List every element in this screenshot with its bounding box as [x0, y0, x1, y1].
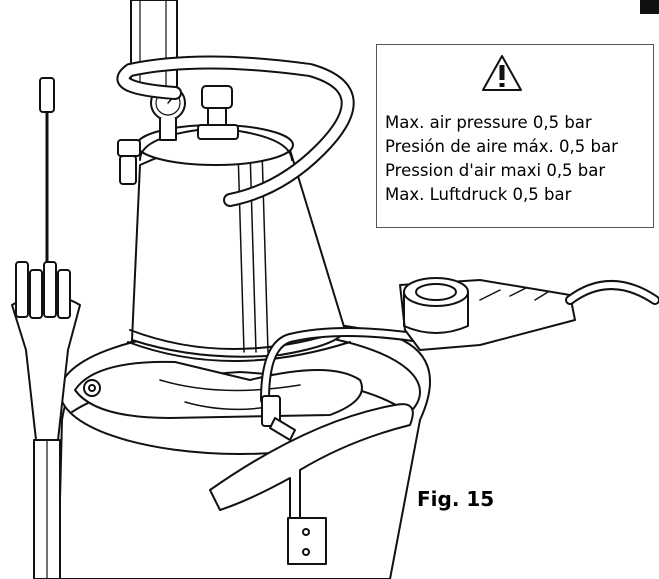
warning-line-fr: Pression d'air maxi 0,5 bar [385, 161, 606, 180]
drum-handle [209, 403, 414, 521]
warning-line-es: Presión de aire máx. 0,5 bar [385, 137, 618, 156]
warning-line-de: Max. Luftdruck 0,5 bar [385, 185, 572, 204]
page-corner-mark [640, 0, 659, 14]
warning-box: Max. air pressure 0,5 bar Presión de air… [376, 44, 654, 228]
warning-triangle-icon [482, 55, 522, 91]
warning-line-en: Max. air pressure 0,5 bar [385, 113, 592, 132]
figure-label: Fig. 15 [417, 487, 495, 511]
warning-text: Max. air pressure 0,5 bar Presión de air… [385, 111, 618, 207]
column-tube [130, 0, 178, 93]
